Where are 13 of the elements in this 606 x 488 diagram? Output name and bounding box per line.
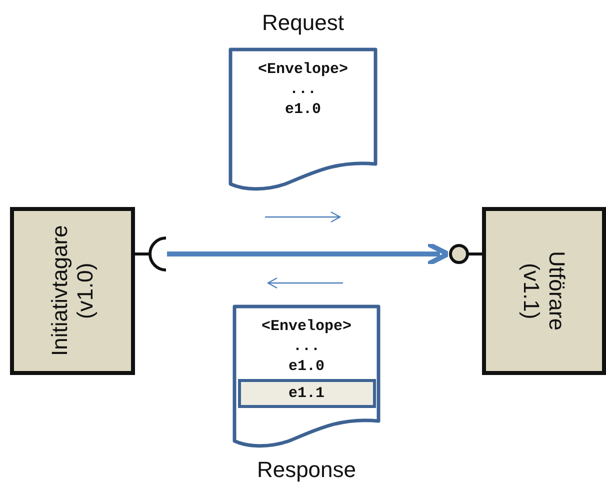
xml-line: <Envelope> xyxy=(261,317,352,337)
xml-line: e1.0 xyxy=(284,100,321,120)
highlighted-element xyxy=(238,379,376,408)
message-title: Response xyxy=(256,457,358,483)
xml-line: ... xyxy=(292,337,320,357)
component-label: Utförare (v1.1) xyxy=(518,250,570,333)
xml-line: <Envelope> xyxy=(258,60,348,80)
xml-line: ... xyxy=(289,80,316,100)
component-label: Initiativtagare (v1.0) xyxy=(47,224,98,358)
message-title: Request xyxy=(261,10,345,36)
xml-line: e1.0 xyxy=(288,357,324,377)
xml-line: e1.1 xyxy=(288,384,324,404)
thick-arrow xyxy=(167,242,450,266)
